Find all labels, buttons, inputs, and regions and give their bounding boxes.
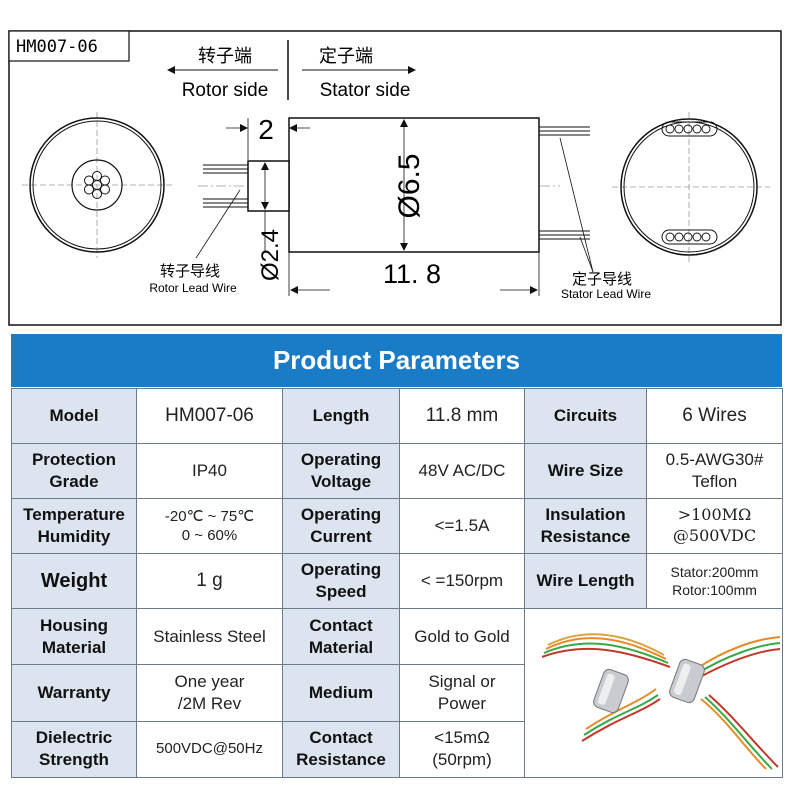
value-operating-speed: < =150rpm xyxy=(399,553,525,609)
rotor-side-cn: 转子端 xyxy=(198,46,252,67)
dim-rotor-diameter: Ø2.4 xyxy=(257,229,284,281)
label-circuits: Circuits xyxy=(524,388,647,444)
slip-ring-photo xyxy=(541,633,780,770)
value-model: HM007-06 xyxy=(136,388,283,444)
table-row: Warranty One year/2M Rev Medium Signal o… xyxy=(11,664,783,722)
value-protection-grade: IP40 xyxy=(136,443,283,499)
value-wire-size: 0.5-AWG30#Teflon xyxy=(646,443,783,499)
value-weight: 1 g xyxy=(136,553,283,609)
stator-side-en: Stator side xyxy=(320,80,411,101)
table-row: Model HM007-06 Length 11.8 mm Circuits 6… xyxy=(11,388,783,444)
value-insulation-resistance: >100MΩ@500VDC xyxy=(646,498,783,554)
rotor-lead-en: Rotor Lead Wire xyxy=(149,281,237,295)
label-model: Model xyxy=(11,388,137,444)
model-tag-box xyxy=(8,30,130,62)
value-length: 11.8 mm xyxy=(399,388,525,444)
value-operating-voltage: 48V AC/DC xyxy=(399,443,525,499)
label-length: Length xyxy=(282,388,400,444)
drawing-frame xyxy=(8,30,782,326)
value-contact-resistance: <15mΩ(50rpm) xyxy=(399,720,525,778)
stator-side-cn: 定子端 xyxy=(319,46,373,67)
rotor-lead-cn: 转子导线 xyxy=(160,262,220,280)
label-weight: Weight xyxy=(11,553,137,609)
rotor-side-en: Rotor side xyxy=(182,80,269,101)
label-medium: Medium xyxy=(282,664,400,722)
side-view xyxy=(195,117,594,296)
product-parameters-banner: Product Parameters xyxy=(11,334,782,387)
rotor-end-view xyxy=(22,112,172,258)
stator-end-view xyxy=(612,112,770,262)
value-housing-material: Stainless Steel xyxy=(136,607,283,666)
banner-title: Product Parameters xyxy=(272,345,521,375)
dim-length: 11. 8 xyxy=(383,259,441,289)
dim-rotor-offset: 2 xyxy=(258,114,274,145)
dim-body-diameter: Ø6.5 xyxy=(393,153,426,218)
value-contact-material: Gold to Gold xyxy=(399,607,525,666)
stator-lead-cn: 定子导线 xyxy=(572,270,632,288)
label-wire-size: Wire Size xyxy=(524,443,647,499)
value-dielectric-strength: 500VDC@50Hz xyxy=(136,720,283,778)
model-tag: HM007-06 xyxy=(16,37,98,57)
parameters-table: Model HM007-06 Length 11.8 mm Circuits 6… xyxy=(11,388,783,778)
value-operating-current: <=1.5A xyxy=(399,498,525,554)
label-warranty: Warranty xyxy=(11,664,137,722)
product-photo-cell xyxy=(524,608,783,778)
value-circuits: 6 Wires xyxy=(646,388,783,444)
stator-lead-en: Stator Lead Wire xyxy=(561,287,651,301)
technical-drawing: HM007-06 转子端 Rotor side 定子端 Stator side xyxy=(8,30,782,326)
value-warranty: One year/2M Rev xyxy=(136,664,283,722)
label-wire-length: Wire Length xyxy=(524,553,647,609)
